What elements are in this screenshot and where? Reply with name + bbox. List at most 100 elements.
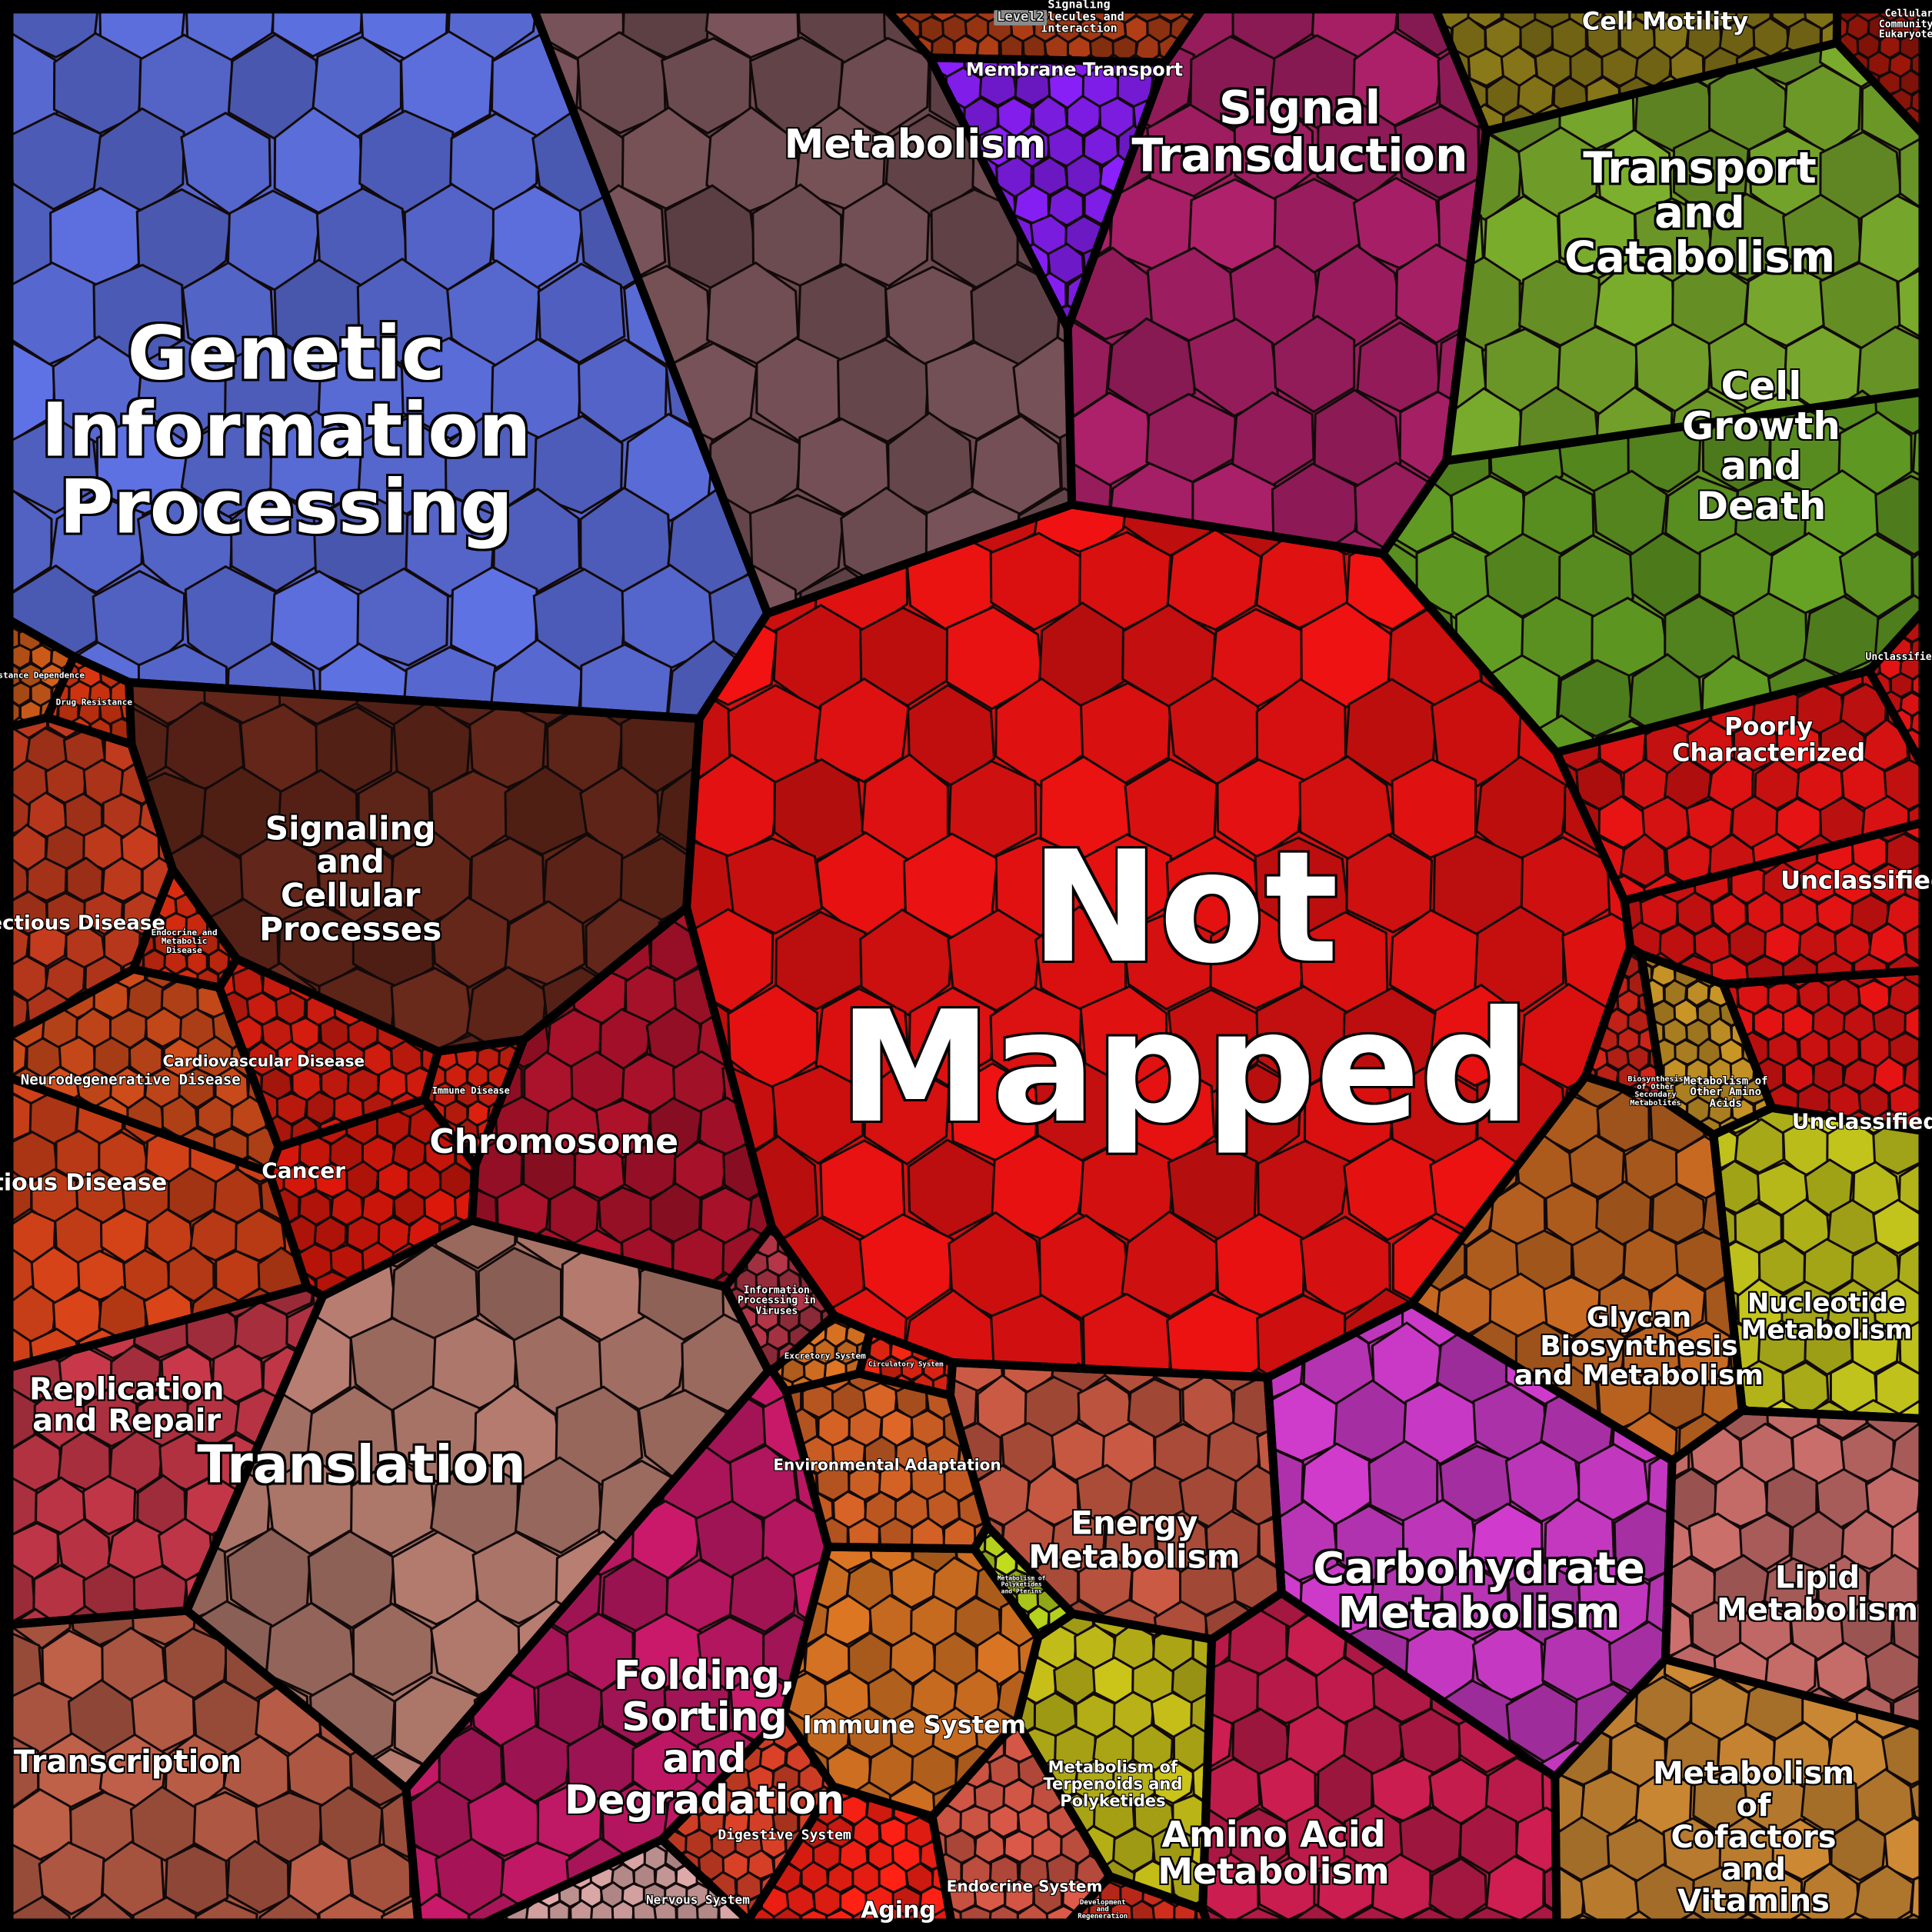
subcell (978, 65, 1018, 108)
subcell (356, 567, 449, 667)
subcell (1058, 411, 1072, 515)
subcell (1872, 1118, 1923, 1175)
subcell (1867, 922, 1908, 965)
subcell (620, 701, 700, 794)
subcell (82, 1387, 138, 1447)
subcell (1345, 833, 1434, 934)
subcell (211, 1344, 265, 1404)
subcell (1897, 260, 1923, 348)
region-border (768, 1311, 874, 1396)
subcell (1158, 9, 1184, 23)
subcell (357, 770, 432, 858)
subcell (1485, 1854, 1545, 1923)
subcell (1474, 905, 1565, 1013)
subcell (1202, 1708, 1234, 1774)
subcell (130, 1611, 198, 1646)
subcell (1272, 315, 1356, 414)
subcell (1391, 758, 1477, 859)
region-border (854, 1327, 957, 1400)
subcell (1909, 1770, 1923, 1837)
subcell (1770, 9, 1807, 29)
subcell (226, 1839, 290, 1914)
subcell (945, 605, 1044, 711)
subcell (9, 416, 100, 515)
subcell (1504, 1441, 1583, 1524)
subcell (908, 986, 997, 1087)
subcell (1543, 1854, 1557, 1923)
subcell (533, 415, 624, 515)
subcell (391, 1385, 481, 1484)
subcell (863, 1061, 951, 1166)
subcell (1912, 413, 1923, 493)
subcell (660, 37, 752, 135)
subcell (1557, 658, 1634, 738)
subcell (1917, 1555, 1923, 1618)
subcell (9, 9, 102, 59)
subcell (1840, 1424, 1895, 1484)
subcell (164, 1844, 229, 1915)
subcell (48, 494, 145, 594)
subcell (1477, 105, 1487, 201)
subcell (573, 1138, 626, 1200)
subcell (38, 1840, 105, 1916)
subcell (1850, 893, 1890, 935)
subcell (1647, 1441, 1673, 1522)
subcell (233, 1301, 291, 1361)
subcell (1904, 921, 1923, 965)
subcell (774, 911, 867, 1011)
subcell (271, 9, 365, 58)
subcell (1541, 1754, 1557, 1824)
subcell (725, 837, 824, 935)
subcell (1746, 1866, 1804, 1923)
subcell (1910, 1867, 1923, 1923)
subcell (1428, 1857, 1487, 1923)
subcell (195, 1898, 258, 1923)
subcell (1771, 1817, 1832, 1881)
subcell (1910, 530, 1923, 617)
subcell (401, 645, 497, 719)
subcell (1804, 1158, 1854, 1217)
subcell (253, 1894, 322, 1923)
subcell (390, 967, 475, 1052)
subcell (1257, 1512, 1282, 1574)
subcell (1799, 1862, 1860, 1923)
subcell (82, 1474, 137, 1536)
subcell (431, 896, 510, 989)
subcell (851, 1907, 883, 1923)
subcell (72, 1893, 138, 1923)
region-border (42, 652, 136, 749)
subcell (814, 677, 910, 784)
subcell (1874, 475, 1923, 556)
subcell (435, 1220, 518, 1270)
subcell (1713, 1465, 1770, 1528)
subcell (9, 486, 53, 598)
subcell (931, 1907, 951, 1923)
subcell (1429, 983, 1521, 1088)
subcell (1082, 125, 1120, 167)
subcell (1817, 1411, 1868, 1440)
subcell (1727, 1319, 1743, 1387)
subcell (318, 1893, 385, 1923)
subcell (1898, 128, 1923, 219)
region-border (128, 865, 242, 992)
region-border (970, 1522, 1078, 1642)
subcell (315, 705, 394, 793)
subcell (1797, 861, 1837, 904)
subcell (350, 1457, 437, 1556)
subcell (25, 857, 68, 902)
subcell (1804, 1318, 1854, 1376)
subcell (579, 643, 673, 719)
region-border (925, 53, 1170, 332)
region-border (1581, 943, 1669, 1106)
subcell (839, 182, 931, 288)
subcell (1881, 1724, 1923, 1786)
subcell (771, 1064, 864, 1165)
subcell (797, 418, 891, 516)
subcell (381, 1898, 418, 1923)
subcell (1267, 1444, 1304, 1525)
subcell (9, 856, 31, 904)
subcell (178, 1067, 215, 1109)
subcell (514, 1456, 603, 1554)
